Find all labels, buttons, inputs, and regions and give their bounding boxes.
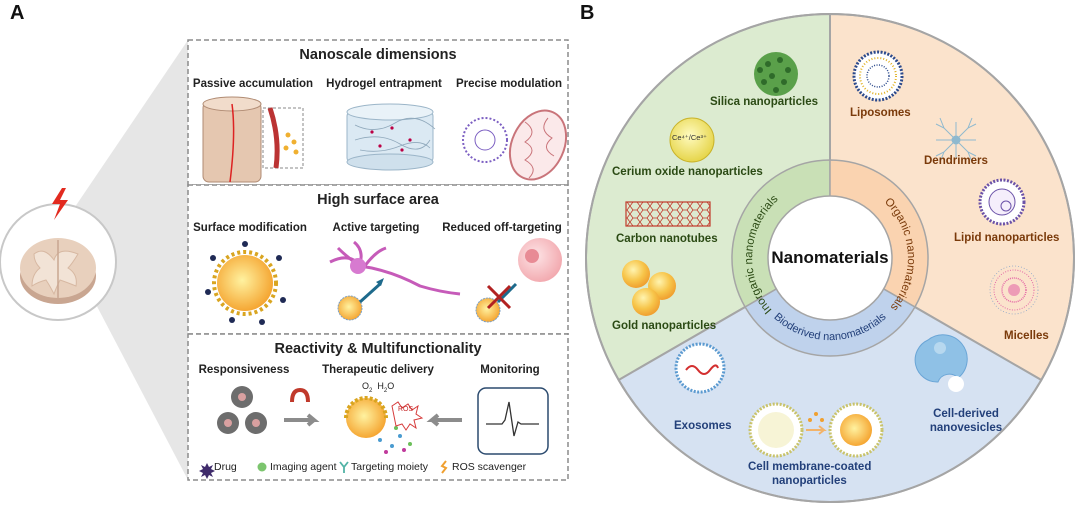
panel-a-letter: A: [10, 2, 25, 24]
item-active-targeting: Active targeting: [332, 222, 420, 234]
drug-legend-icon: [199, 463, 215, 479]
hydrogel-illustration: [346, 103, 436, 171]
label-cell-membrane-coated: Cell membrane-coated: [748, 461, 872, 473]
silica-nanoparticle-icon: [754, 52, 798, 96]
legend-ros-scavenger: ROS scavenger: [452, 461, 527, 473]
ros-label: ROS: [398, 406, 414, 413]
liposome-icon: [852, 50, 904, 102]
label-exosomes: Exosomes: [674, 420, 732, 432]
label-carbon-nanotubes: Carbon nanotubes: [616, 233, 718, 245]
gold-nanoparticle-icon: [622, 260, 676, 316]
panel-b-wheel: Inorganic nanomaterials Organic nanomate…: [585, 12, 1075, 503]
exosome-icon: [674, 342, 726, 394]
label-gold-nanoparticles: Gold nanoparticles: [612, 320, 717, 332]
micelle-icon: [989, 265, 1039, 315]
nanomaterials-center-label: Nanomaterials: [771, 248, 889, 267]
section-title-2: High surface area: [317, 192, 439, 208]
legend-drug: Drug: [214, 461, 237, 473]
legend-imaging-agent: Imaging agent: [270, 461, 337, 473]
panel-b-letter: B: [580, 2, 595, 24]
targeting-moiety-legend-icon: [339, 461, 349, 473]
responsiveness-illustration: [217, 386, 320, 434]
legend-targeting-moiety: Targeting moiety: [351, 461, 429, 473]
item-monitoring: Monitoring: [480, 364, 540, 376]
label-micelles: Micelles: [1004, 330, 1049, 342]
item-reduced-off-targeting: Reduced off-targeting: [442, 222, 562, 234]
carbon-nanotube-icon: [625, 201, 711, 227]
label-dendrimers: Dendrimers: [924, 155, 988, 167]
label-liposomes: Liposomes: [850, 107, 911, 119]
label-lipid-nanoparticles: Lipid nanoparticles: [954, 232, 1060, 244]
item-surface-modification: Surface modification: [193, 222, 307, 234]
precise-modulation-illustration: [462, 109, 568, 181]
imaging-agent-legend-icon: [257, 462, 267, 472]
monitoring-illustration: [477, 387, 549, 455]
lipid-nanoparticle-icon: [978, 178, 1026, 226]
passive-accumulation-illustration: [202, 96, 304, 183]
active-targeting-illustration: [329, 240, 461, 321]
label-silica-nanoparticles: Silica nanoparticles: [710, 96, 819, 108]
therapeutic-delivery-illustration: [344, 396, 462, 454]
ros-scavenger-legend-icon: [440, 460, 448, 474]
o2-h2o-label: O2 H2O: [362, 381, 395, 394]
cerium-oxide-nanoparticle-icon: [669, 117, 715, 163]
section-title-1: Nanoscale dimensions: [299, 47, 457, 63]
ceria-ion-label: Ce⁴⁺/Ce³⁺: [672, 133, 707, 142]
label-cell-derived: Cell-derived: [933, 408, 999, 420]
cell-derived-nanovesicle-icon: [914, 334, 968, 392]
label-nanovesicles: nanovesicles: [929, 422, 1003, 434]
reduced-off-targeting-illustration: [475, 238, 562, 323]
section-title-3: Reactivity & Multifunctionality: [274, 341, 482, 357]
item-responsiveness: Responsiveness: [198, 364, 290, 376]
item-therapeutic-delivery: Therapeutic delivery: [322, 364, 434, 376]
dendrimer-icon: [935, 117, 977, 163]
label-cmc-nanoparticles: nanoparticles: [772, 475, 847, 487]
legend-glyphs: [199, 460, 448, 479]
spinal-cord-icon: [0, 188, 117, 321]
zoom-projection: [58, 40, 188, 480]
item-passive-accumulation: Passive accumulation: [192, 78, 314, 90]
label-cerium-oxide-nanoparticles: Cerium oxide nanoparticles: [612, 166, 763, 178]
surface-modification-illustration: [205, 241, 286, 325]
item-hydrogel-entrapment: Hydrogel entrapment: [326, 78, 442, 90]
cell-membrane-coated-nanoparticle-icon: [748, 402, 884, 458]
item-precise-modulation: Precise modulation: [455, 78, 563, 90]
